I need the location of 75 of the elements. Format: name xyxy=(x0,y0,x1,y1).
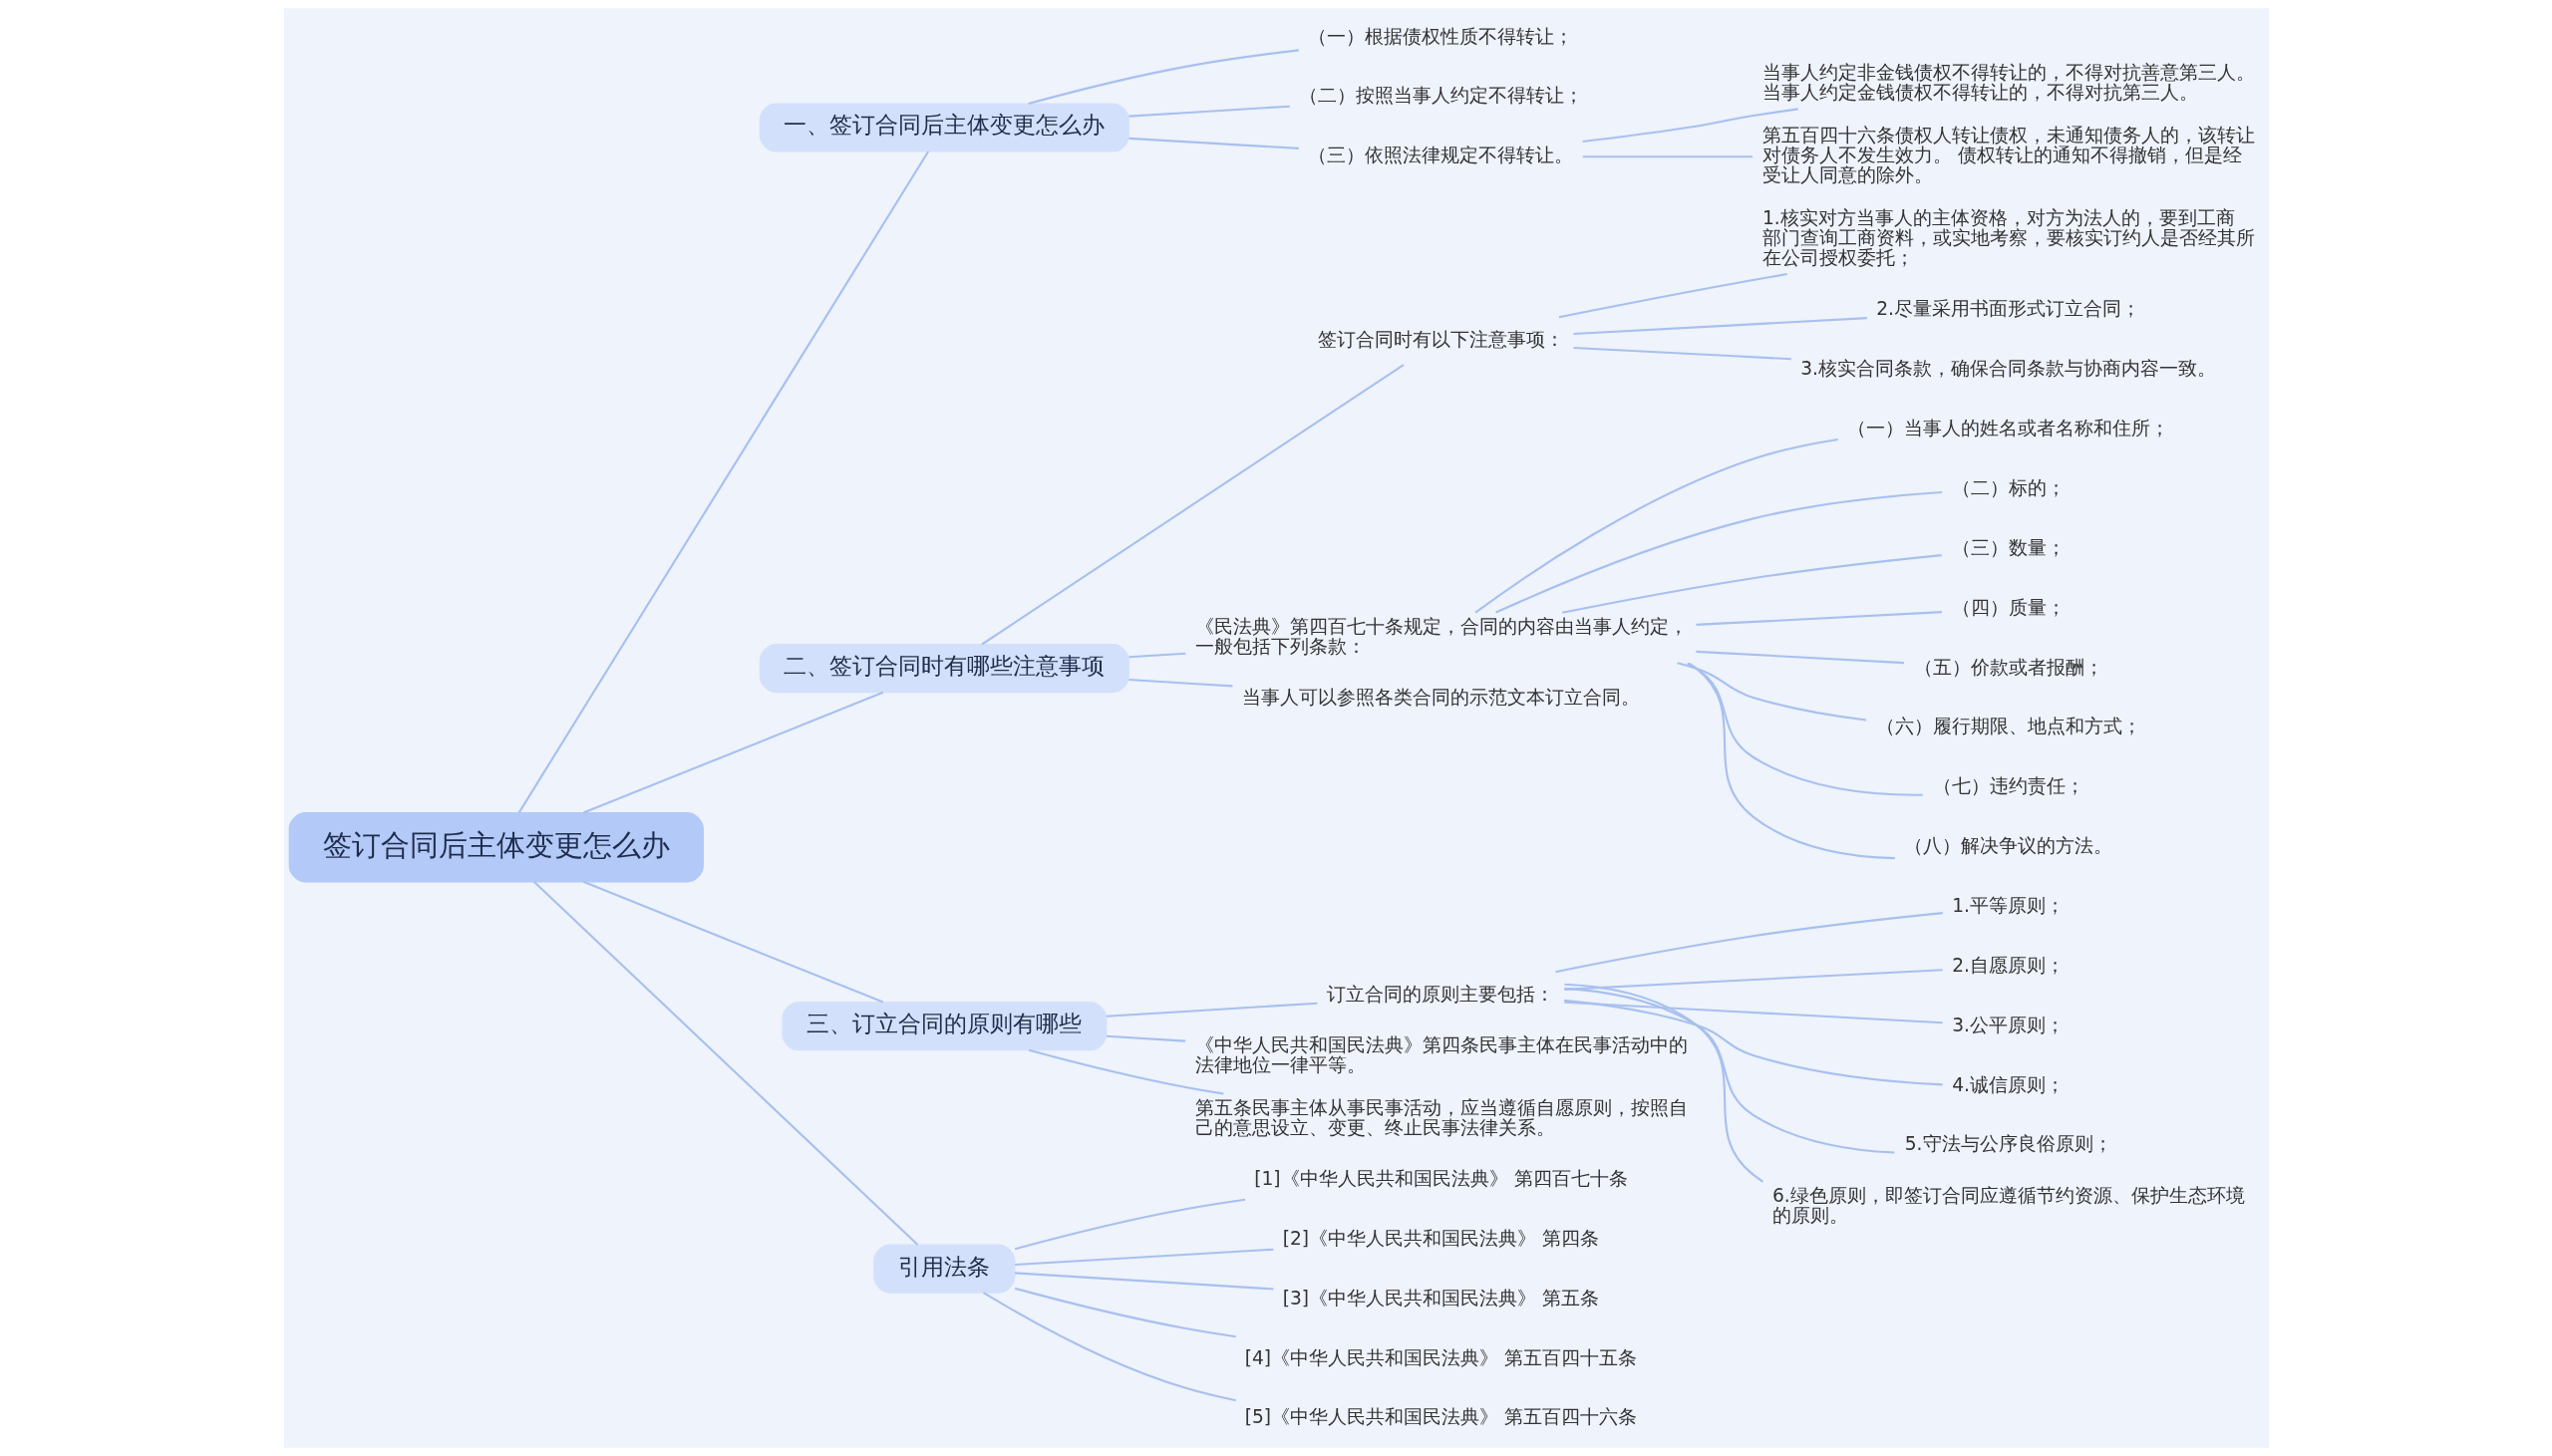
node-box: 签订合同后主体变更怎么办 xyxy=(288,811,704,883)
node-box: 二、签订合同时有哪些注意事项 xyxy=(759,644,1129,694)
connector xyxy=(1027,49,1299,105)
node-text: （二）标的； xyxy=(1951,477,2066,499)
connector xyxy=(1014,1198,1245,1251)
connector xyxy=(1558,272,1787,319)
connector xyxy=(1582,108,1798,144)
connector xyxy=(1014,1287,1236,1338)
connector xyxy=(1473,437,1838,614)
node-text: 第五条民事主体从事民事活动，应当遵循自愿原则，按照自己的意思设立、变更、终止民事法律关系。 xyxy=(1194,1096,1688,1138)
connector xyxy=(1582,155,1753,158)
node-text: 《中华人民共和国民法典》第四条民事主体在民事活动中的法律地位一律平等。 xyxy=(1194,1034,1688,1076)
connector xyxy=(1561,554,1942,614)
node-text: 6.绿色原则，即签订合同应遵循节约资源、保护生态环境的原则。 xyxy=(1771,1184,2245,1226)
node-text: （三）依照法律规定不得转让。 xyxy=(1307,145,1573,166)
node-text: （六）履行期限、地点和方式； xyxy=(1875,716,2141,737)
connector xyxy=(1563,999,1943,1086)
node-text: [2]《中华人民共和国民法典》 第四条 xyxy=(1282,1227,1599,1249)
node-text: [5]《中华人民共和国民法典》 第五百四十六条 xyxy=(1244,1406,1637,1428)
connector xyxy=(1688,662,1895,860)
node-text: 第五百四十六条债权人转让债权，未通知债务人的，该转让对债务人不发生效力。 债权转让的通知不得撤销，但是经受让人同意的除外。 xyxy=(1761,125,2255,186)
node-text: （五）价款或者报酬； xyxy=(1913,656,2103,678)
connector xyxy=(1014,1248,1274,1267)
connector xyxy=(1686,662,1923,796)
node-text: 5.守法与公序良俗原则； xyxy=(1904,1133,2112,1155)
node-text: 1.平等原则； xyxy=(1951,894,2065,916)
connector xyxy=(582,691,883,814)
node-text: （二）按照当事人约定不得转让； xyxy=(1298,85,1583,107)
connector xyxy=(1563,987,1894,1154)
node-text: （七）违约责任； xyxy=(1932,775,2084,797)
connector xyxy=(1563,983,1763,1183)
node-text: 4.诚信原则； xyxy=(1951,1073,2065,1095)
connector xyxy=(1563,969,1943,991)
node-text: 订立合同的原则主要包括： xyxy=(1326,984,1554,1006)
connector xyxy=(982,1292,1236,1402)
node-text: [3]《中华人民共和国民法典》 第五条 xyxy=(1282,1287,1599,1309)
connector xyxy=(1127,652,1185,659)
connector xyxy=(1554,912,1943,974)
connector xyxy=(1695,611,1942,626)
node-text: （一）当事人的姓名或者名称和住所； xyxy=(1846,418,2169,439)
connector xyxy=(1127,105,1290,118)
connector xyxy=(1127,678,1232,688)
node-text: [4]《中华人民共和国民法典》 第五百四十五条 xyxy=(1244,1346,1637,1368)
connector xyxy=(1127,137,1299,149)
node-text: （一）根据债权性质不得转让； xyxy=(1307,25,1573,47)
connector xyxy=(1572,317,1867,336)
node-text: 1.核实对方当事人的主体资格，对方为法人的，要到工商部门查询工商资料，或实地考察，要核实订约人是否经其所在公司授权委托； xyxy=(1761,206,2255,268)
connector xyxy=(1676,662,1866,722)
connector xyxy=(1028,1048,1224,1095)
connector xyxy=(1494,491,1942,614)
connector xyxy=(1572,346,1791,361)
connector xyxy=(981,364,1405,646)
connector xyxy=(582,880,883,1004)
node-text: 2.自愿原则； xyxy=(1951,954,2065,976)
node-text: （三）数量； xyxy=(1951,536,2066,558)
connector xyxy=(1014,1272,1274,1291)
node-box: 三、订立合同的原则有哪些 xyxy=(781,1002,1107,1051)
node-text: （八）解决争议的方法。 xyxy=(1903,835,2112,857)
connector xyxy=(1106,1034,1185,1042)
connector xyxy=(517,150,929,813)
node-text: 2.尽量采用书面形式订立合同； xyxy=(1875,298,2140,320)
connector xyxy=(1563,1001,1943,1024)
node-box: 一、签订合同后主体变更怎么办 xyxy=(759,103,1129,152)
node-text: 当事人约定非金钱债权不得转让的，不得对抗善意第三人。当事人约定金钱债权不得转让的，不得对抗第三人。 xyxy=(1761,62,2255,104)
node-text: 签订合同时有以下注意事项： xyxy=(1317,329,1564,351)
node-text: 3.公平原则； xyxy=(1951,1014,2065,1035)
node-text: 当事人可以参照各类合同的示范文本订立合同。 xyxy=(1241,687,1640,709)
connector xyxy=(1695,650,1904,665)
node-box: 引用法条 xyxy=(872,1244,1015,1294)
node-text: （四）质量； xyxy=(1951,596,2066,618)
node-text: [1]《中华人民共和国民法典》 第四百七十条 xyxy=(1253,1167,1628,1189)
connector xyxy=(1106,1002,1318,1018)
node-text: 3.核实合同条款，确保合同条款与协商内容一致。 xyxy=(1799,358,2216,380)
node-text: 《民法典》第四百七十条规定，合同的内容由当事人约定，一般包括下列条款： xyxy=(1194,616,1688,657)
connector xyxy=(532,881,918,1246)
